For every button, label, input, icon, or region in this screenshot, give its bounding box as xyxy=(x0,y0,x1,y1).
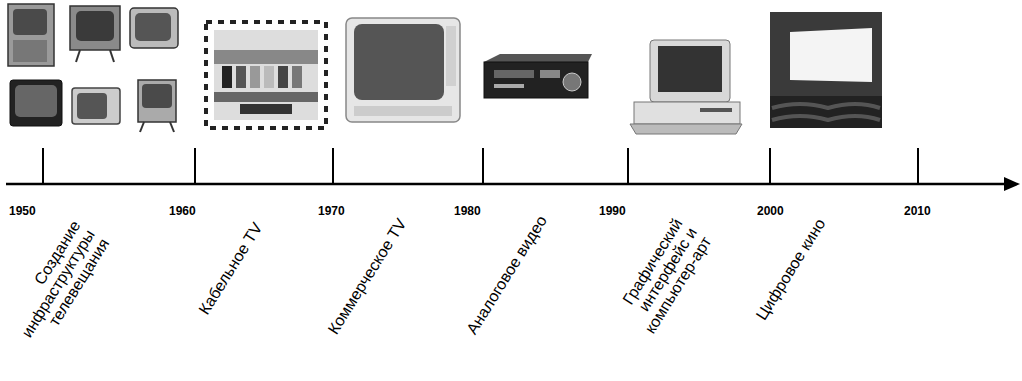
year-label: 1970 xyxy=(318,205,345,218)
year-label: 1990 xyxy=(599,205,626,218)
old-tv-sets xyxy=(8,4,178,132)
personal-computer xyxy=(630,40,742,134)
year-label: 1980 xyxy=(454,205,481,218)
era-label: Аналоговое видео xyxy=(464,213,550,338)
era-label: Создание инфраструктуры телевещания xyxy=(4,218,113,351)
year-label: 1960 xyxy=(169,205,196,218)
year-label: 1950 xyxy=(9,205,36,218)
era-label: Графический интерфейс и компьютер-арт xyxy=(609,216,714,343)
vcr xyxy=(484,54,592,98)
time-axis xyxy=(6,148,1020,191)
year-label: 2010 xyxy=(904,205,931,218)
era-label: Кабельное TV xyxy=(196,220,266,318)
cinema-hall xyxy=(770,12,882,128)
crt-tv xyxy=(346,18,460,122)
year-label: 2000 xyxy=(757,205,784,218)
era-label: Коммерческое TV xyxy=(325,216,410,337)
era-label: Цифровое кино xyxy=(754,216,830,323)
test-pattern xyxy=(206,22,326,128)
